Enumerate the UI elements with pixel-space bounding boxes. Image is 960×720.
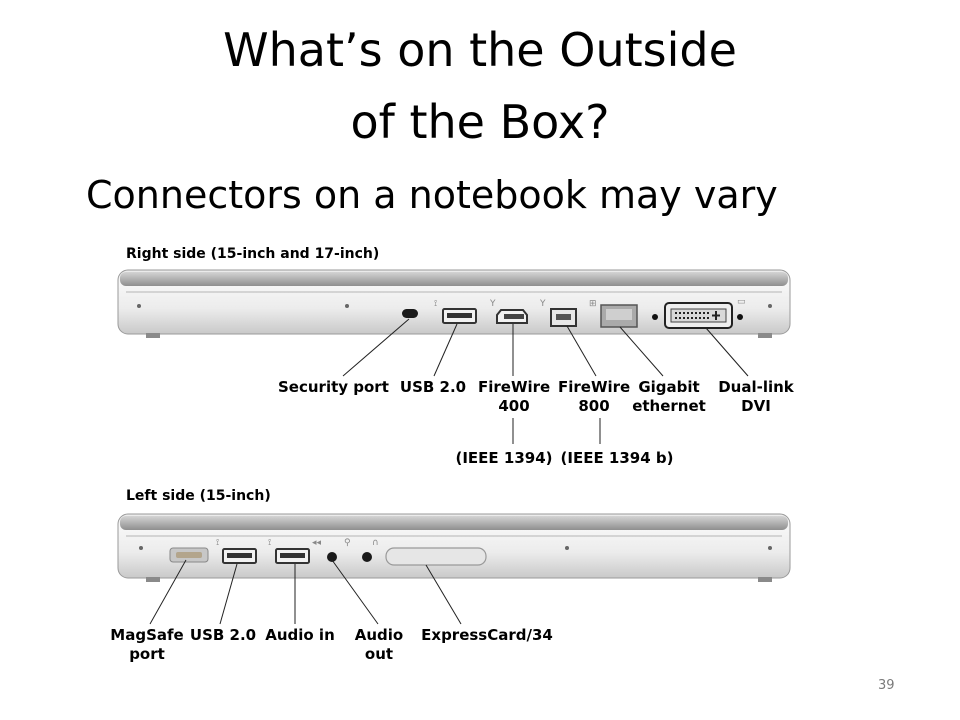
usb-port-left (222, 548, 257, 564)
label-firewire-800-line1: FireWire (558, 378, 631, 396)
svg-text:⟟: ⟟ (216, 538, 219, 548)
label-firewire-400-line2: 400 (498, 397, 530, 415)
svg-text:⊞: ⊞ (589, 299, 597, 309)
label-magsafe-line2: port (129, 645, 165, 663)
label-audio-out-line2: out (364, 645, 394, 663)
slide-title-line-2: of the Box? (350, 95, 610, 149)
label-security-port: Security port (278, 378, 389, 396)
label-audio-out-line1: Audio (354, 626, 404, 644)
laptop-right-side: ⟟ Y Y ⊞ ▭ (117, 269, 791, 338)
label-ieee1394: (IEEE 1394) (455, 449, 553, 467)
svg-text:▭: ▭ (737, 297, 746, 307)
audio-out-jack (362, 552, 372, 562)
label-firewire-400-line1: FireWire (478, 378, 551, 396)
ethernet-port (600, 304, 638, 328)
label-dual-link-dvi: Dual-link DVI (716, 378, 796, 416)
label-dvi-line2: DVI (741, 397, 771, 415)
label-usb-left: USB 2.0 (189, 626, 257, 644)
label-firewire-800: FireWire 800 (558, 378, 630, 416)
label-expresscard: ExpressCard/34 (421, 626, 553, 644)
svg-text:⟟: ⟟ (268, 538, 271, 548)
svg-text:Y: Y (489, 299, 496, 309)
right-side-heading: Right side (15-inch and 17-inch) (126, 246, 380, 262)
usb-port-left-2 (275, 548, 310, 564)
usb-port-right (442, 308, 477, 324)
slide-title-line-1: What’s on the Outside (223, 23, 737, 77)
expresscard-slot (385, 547, 487, 566)
label-firewire-400: FireWire 400 (478, 378, 550, 416)
slide-number: 39 (878, 678, 895, 693)
svg-text:⟟: ⟟ (434, 299, 437, 309)
label-usb-right: USB 2.0 (399, 378, 467, 396)
svg-text:◂◂: ◂◂ (312, 538, 322, 548)
firewire-400-port (496, 309, 528, 324)
label-audio-out: Audio out (348, 626, 410, 664)
dvi-port (664, 302, 733, 329)
svg-text:Y: Y (539, 299, 546, 309)
laptop-left-side: ⟟ ⟟ ◂◂ ⚲ ∩ (117, 513, 791, 582)
label-firewire-800-line2: 800 (578, 397, 610, 415)
label-dvi-line1: Dual-link (718, 378, 794, 396)
label-audio-in: Audio in (265, 626, 335, 644)
right-leader-lines (342, 318, 749, 444)
label-gigabit-ethernet: Gigabit ethernet (631, 378, 707, 416)
security-slot (402, 309, 418, 318)
svg-text:⚲: ⚲ (344, 538, 351, 548)
left-leader-lines (149, 559, 462, 625)
audio-in-jack (327, 552, 337, 562)
magsafe-port (169, 547, 209, 563)
label-magsafe-line1: MagSafe (110, 626, 184, 644)
svg-text:∩: ∩ (372, 538, 379, 548)
slide-subtitle: Connectors on a notebook may vary (86, 173, 778, 217)
label-magsafe-port: MagSafe port (108, 626, 186, 664)
left-side-heading: Left side (15-inch) (126, 488, 271, 504)
label-ethernet-line2: ethernet (632, 397, 706, 415)
label-ethernet-line1: Gigabit (638, 378, 700, 396)
firewire-800-port (550, 308, 577, 327)
label-ieee1394b: (IEEE 1394 b) (560, 449, 674, 467)
